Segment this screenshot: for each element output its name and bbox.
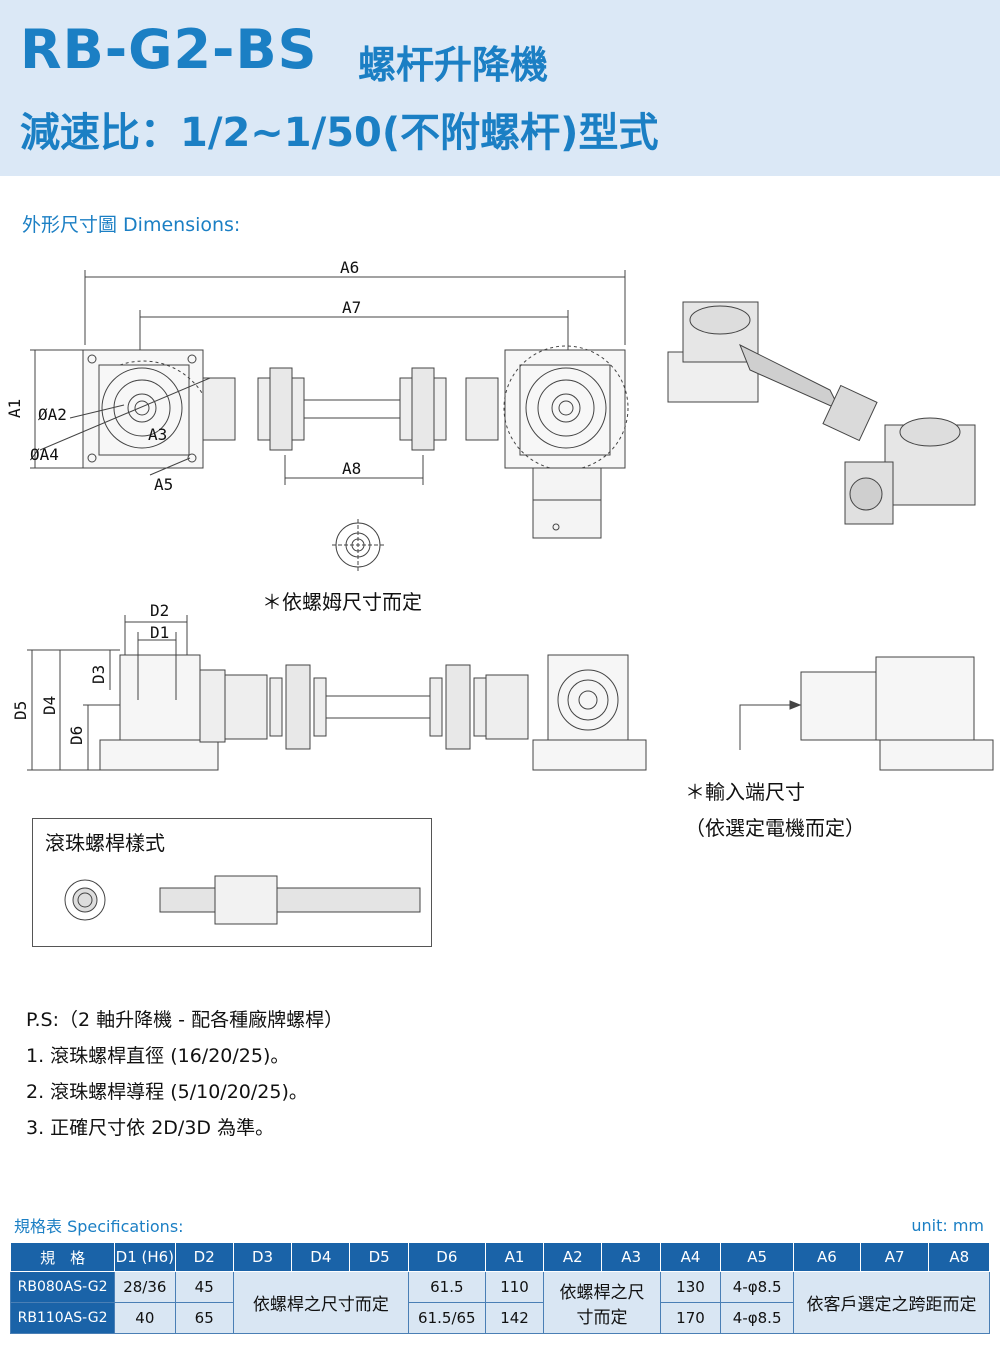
- label-a8: A8: [342, 459, 361, 478]
- th-d2: D2: [174, 1242, 234, 1272]
- cell-a6-a8-merged: 依客戶選定之跨距而定: [793, 1271, 990, 1334]
- th-a5: A5: [720, 1242, 795, 1272]
- label-a3: A3: [148, 425, 167, 444]
- cell-a1: 110: [484, 1271, 545, 1303]
- label-d5: D5: [11, 701, 30, 720]
- cell-d3-d5-merged: 依螺桿之尺寸而定: [232, 1271, 409, 1334]
- cell-d2: 65: [174, 1302, 234, 1334]
- cell-d6: 61.5: [407, 1271, 486, 1303]
- cell-model: RB080AS-G2: [9, 1271, 116, 1303]
- nut-note: ＊依螺姆尺寸而定: [262, 590, 422, 614]
- cell-a5: 4-φ8.5: [720, 1302, 795, 1334]
- header-banner: RB-G2-BS 螺杆升降機 減速比：1/2~1/50(不附螺杆)型式: [0, 0, 1000, 176]
- label-d4: D4: [40, 696, 59, 715]
- cell-a1: 142: [484, 1302, 545, 1334]
- ps-line-0: P.S:（2 軸升降機 - 配各種廠牌螺桿）: [26, 1009, 344, 1031]
- unit-label: unit: mm: [911, 1216, 984, 1235]
- cell-a2-a3-merged: 依螺桿之尺寸而定: [543, 1271, 661, 1334]
- th-a8: A8: [928, 1242, 990, 1272]
- label-d1: D1: [150, 623, 169, 642]
- dimension-drawing: A6 A7 A8 A1 ØA2 A3 ØA4 A5 D2 D1 D3 D5 D4…: [5, 258, 994, 925]
- label-a1: A1: [5, 399, 24, 418]
- th-model: 規 格: [9, 1242, 116, 1272]
- cell-d1: 28/36: [114, 1271, 176, 1303]
- label-a4: ØA4: [30, 445, 59, 464]
- table-row: RB110AS-G2 40 65 61.5/65 142 170 4-φ8.5: [9, 1302, 990, 1334]
- dimensions-label: 外形尺寸圖 Dimensions:: [22, 214, 241, 236]
- ps-line-3: 3. 正確尺寸依 2D/3D 為準。: [26, 1117, 275, 1139]
- ratio-title: 減速比：1/2~1/50(不附螺杆)型式: [20, 110, 659, 156]
- th-a3: A3: [601, 1242, 661, 1272]
- spec-table: 規 格 D1 (H6) D2 D3 D4 D5 D6 A1 A2 A3 A4 A…: [9, 1242, 990, 1334]
- th-d6: D6: [407, 1242, 486, 1272]
- cell-model: RB110AS-G2: [9, 1302, 116, 1334]
- th-a1: A1: [484, 1242, 545, 1272]
- th-a6: A6: [793, 1242, 861, 1272]
- ball-screw-box: 滾珠螺桿樣式: [32, 818, 432, 947]
- label-d3: D3: [89, 665, 108, 684]
- table-header-row: 規 格 D1 (H6) D2 D3 D4 D5 D6 A1 A2 A3 A4 A…: [9, 1242, 990, 1272]
- model-title: RB-G2-BS: [20, 18, 318, 81]
- label-a7: A7: [342, 298, 361, 317]
- th-d4: D4: [291, 1242, 351, 1272]
- label-a5: A5: [154, 475, 173, 494]
- cell-d6: 61.5/65: [407, 1302, 486, 1334]
- th-a4: A4: [659, 1242, 722, 1272]
- th-d5: D5: [349, 1242, 409, 1272]
- specifications-label: 規格表 Specifications:: [14, 1217, 184, 1236]
- th-a7: A7: [859, 1242, 930, 1272]
- input-note-detail: （依選定電機而定）: [685, 816, 865, 840]
- ball-screw-title: 滾珠螺桿樣式: [45, 831, 165, 855]
- label-a6: A6: [340, 258, 359, 277]
- label-a2: ØA2: [38, 405, 67, 424]
- ps-line-1: 1. 滾珠螺桿直徑 (16/20/25)。: [26, 1045, 290, 1067]
- th-a2: A2: [543, 1242, 603, 1272]
- cell-a4: 130: [659, 1271, 722, 1303]
- product-name: 螺杆升降機: [358, 43, 549, 87]
- table-row: RB080AS-G2 28/36 45 依螺桿之尺寸而定 61.5 110 依螺…: [9, 1271, 990, 1334]
- label-d2: D2: [150, 601, 169, 620]
- cell-a4: 170: [659, 1302, 722, 1334]
- label-d6: D6: [67, 726, 86, 745]
- cell-d2: 45: [174, 1271, 234, 1303]
- cell-a5: 4-φ8.5: [720, 1271, 795, 1303]
- input-note: ＊輸入端尺寸: [685, 780, 805, 804]
- th-d3: D3: [232, 1242, 293, 1272]
- th-d1: D1 (H6): [114, 1242, 176, 1272]
- ps-line-2: 2. 滾珠螺桿導程 (5/10/20/25)。: [26, 1081, 308, 1103]
- cell-d1: 40: [114, 1302, 176, 1334]
